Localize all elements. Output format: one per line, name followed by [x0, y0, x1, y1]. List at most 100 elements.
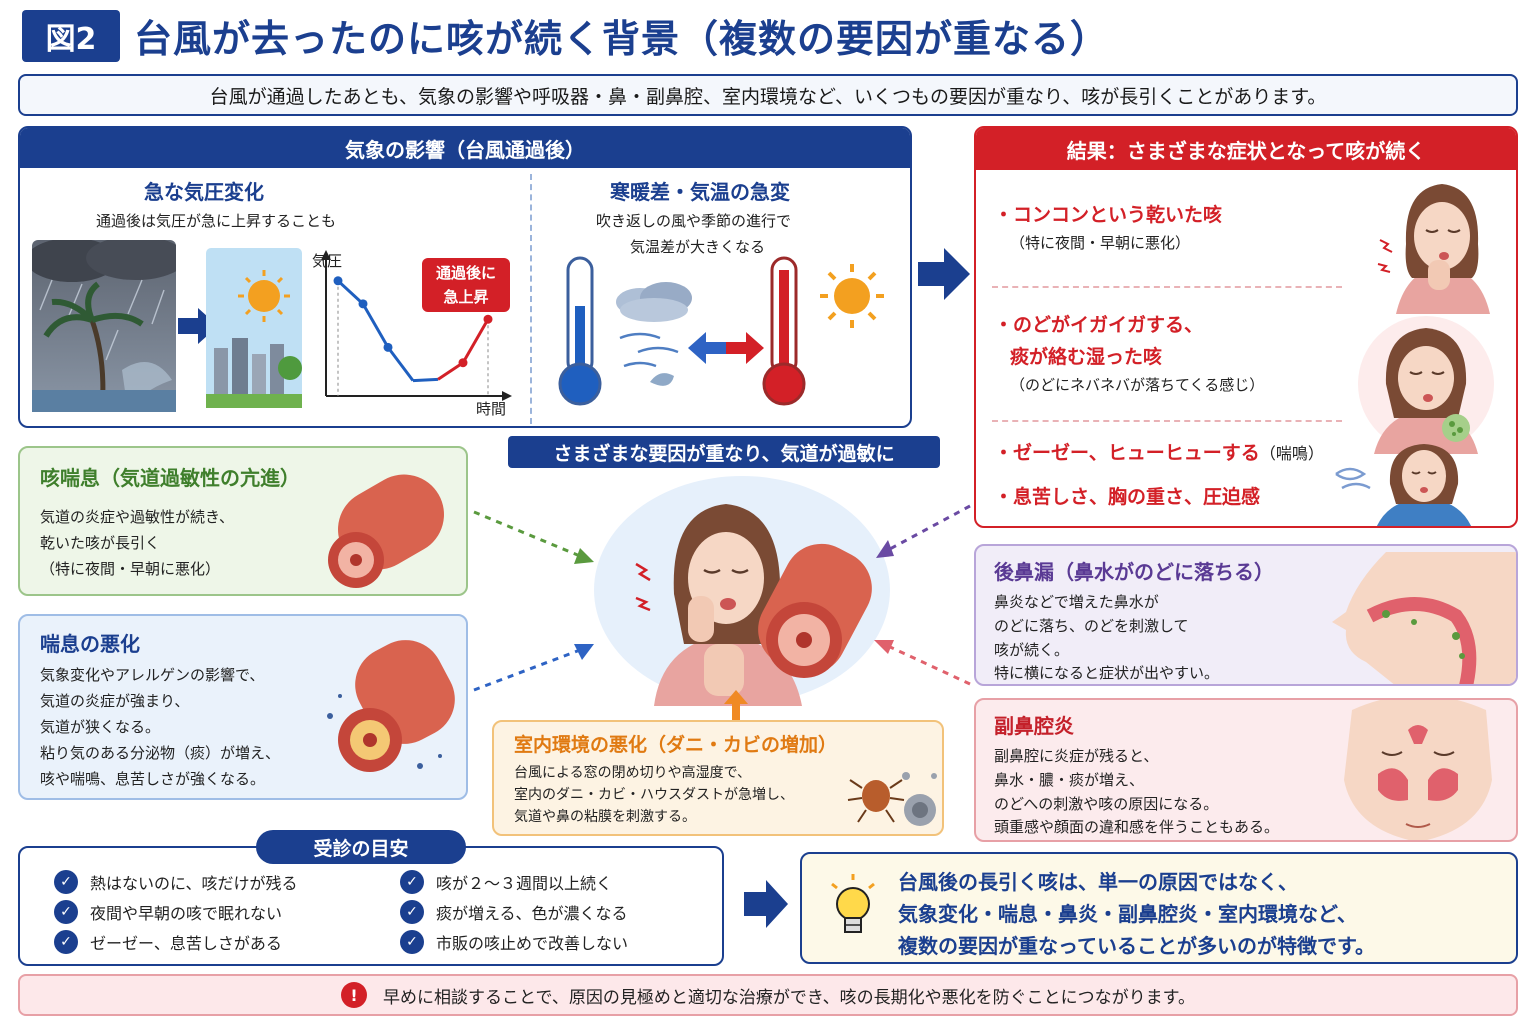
double-arrow-icon	[688, 332, 764, 364]
chart-callout-line2: 急上昇	[443, 288, 489, 306]
narrowed-airway-icon	[327, 640, 455, 772]
temperature-heading: 寒暖差・気温の急変	[610, 180, 790, 204]
check-icon: ✓	[400, 870, 424, 894]
checks-title: 受診の目安	[256, 830, 466, 864]
asthma-card: 喘息の悪化 気象変化やアレルゲンの影響で、 気道の炎症が強まり、 気道が狭くなる…	[18, 614, 468, 800]
chart-ylabel: 気圧	[312, 252, 343, 270]
pressure-heading: 急な気圧変化	[144, 180, 264, 204]
mite-mold-icon	[847, 772, 937, 826]
asthma-line1: 気象変化やアレルゲンの影響で、	[40, 666, 265, 684]
arrow-to-summary-icon	[744, 880, 788, 928]
center-woman-illustration-icon	[594, 476, 890, 706]
center-label-text: さまざまな要因が重なり、気道が過敏に	[553, 442, 895, 465]
center-label: さまざまな要因が重なり、気道が過敏に	[508, 436, 940, 468]
chart-line-segment	[412, 377, 439, 383]
postnasal-line4: 特に横になると症状が出やすい。	[994, 664, 1220, 682]
temperature-text-line1: 吹き返しの風や季節の進行で	[596, 212, 792, 230]
summary-line3: 複数の要因が重なっていることが多いのが特徴です。	[898, 934, 1375, 958]
chart-line-segment	[361, 303, 390, 349]
subtitle-text: 台風が通過したあとも、気象の影響や呼吸器・鼻・副鼻腔、室内環境など、いくつもの要…	[209, 85, 1327, 108]
summary-line2: 気象変化・喘息・鼻炎・副鼻腔炎・室内環境など、	[898, 902, 1357, 926]
symptom-3: ・ゼーゼー、ヒューヒューする（喘鳴）	[994, 438, 1324, 465]
sun-icon	[820, 264, 884, 328]
check-text: 熱はないのに、咳だけが残る	[90, 874, 298, 893]
arrow-blue-icon	[473, 644, 594, 692]
chart-callout-line1: 通過後に	[435, 264, 496, 282]
cough-asthma-title: 咳喘息（気道過敏性の亢進）	[40, 466, 300, 490]
footer-banner: ! 早めに相談することで、原因の見極めと適切な治療ができ、咳の長期化や悪化を防ぐ…	[18, 974, 1518, 1016]
check-item: ✓夜間や早朝の咳で眠れない	[54, 900, 282, 924]
sunny-city-icon	[206, 248, 302, 408]
check-icon: ✓	[54, 930, 78, 954]
check-item: ✓ 熱はないのに、咳だけが残る	[54, 870, 298, 894]
storm-illustration-icon	[32, 240, 176, 412]
sinusitis-title: 副鼻腔炎	[994, 714, 1074, 738]
check-item: ✓咳が２～３週間以上続く	[400, 870, 612, 894]
indoor-line2: 室内のダニ・カビ・ハウスダストが急増し、	[514, 787, 794, 803]
coughing-woman-icon	[1377, 184, 1490, 314]
check-item: ✓ 市販の咳止めで改善しない	[400, 930, 628, 954]
phlegm-woman-icon	[1358, 316, 1494, 454]
chart-line-segment	[437, 361, 464, 381]
summary-panel: 台風後の長引く咳は、単一の原因ではなく、 気象変化・喘息・鼻炎・副鼻腔炎・室内環…	[800, 852, 1518, 964]
arrow-pink-icon	[874, 640, 971, 686]
symptom-4: ・息苦しさ、胸の重さ、圧迫感	[994, 486, 1261, 508]
indoor-card: 室内環境の悪化（ダニ・カビの増加） 台風による窓の閉め切りや高湿度で、 室内のダ…	[492, 720, 944, 836]
pressure-chart	[321, 250, 512, 401]
check-text: ゼーゼー、息苦しさがある	[90, 934, 282, 953]
chart-point	[358, 299, 368, 309]
cold-wind-icon	[616, 282, 692, 386]
cough-asthma-line1: 気道の炎症や過敏性が続き、	[40, 508, 234, 526]
symptom-1: ・コンコンという乾いた咳	[994, 204, 1223, 226]
chart-point	[383, 342, 393, 352]
chart-point	[333, 276, 343, 286]
indoor-line3: 気道や鼻の粘膜を刺激する。	[514, 809, 696, 825]
pressure-text: 通過後は気圧が急に上昇することも	[96, 212, 337, 230]
alert-icon: !	[341, 982, 368, 1008]
asthma-line5: 咳や喘鳴、息苦しさが強くなる。	[40, 770, 266, 788]
symptom-2-line2: 痰が絡む湿った咳	[1010, 346, 1163, 368]
sinusitis-card: 副鼻腔炎 副鼻腔に炎症が残ると、 鼻水・膿・痰が増え、 のどへの刺激や咳の原因に…	[974, 698, 1518, 842]
nasal-cavity-side-icon	[1332, 552, 1516, 684]
lightbulb-icon	[831, 874, 875, 933]
check-item: ✓ 痰が増える、色が濃くなる	[400, 900, 628, 924]
chart-point	[458, 358, 468, 368]
weather-panel-title: 気象の影響（台風通過後）	[20, 128, 910, 168]
check-icon: ✓	[54, 900, 78, 924]
check-icon: ✓	[400, 900, 424, 924]
result-panel-title: 結果：さまざまな症状となって咳が続く	[976, 128, 1516, 170]
postnasal-card: 後鼻漏（鼻水がのどに落ちる） 鼻炎などで増えた鼻水が のどに落ち、のどを刺激して…	[974, 544, 1518, 686]
chart-point	[483, 314, 493, 324]
figure-badge: 図2	[22, 10, 120, 62]
sinus-face-icon	[1344, 700, 1492, 840]
symptom-2-note: （のどにネバネバが落ちてくる感じ）	[1010, 376, 1265, 394]
check-text: 市販の咳止めで改善しない	[436, 934, 629, 953]
check-icon: ✓	[54, 870, 78, 894]
postnasal-line1: 鼻炎などで増えた鼻水が	[994, 593, 1159, 611]
cough-asthma-card: 咳喘息（気道過敏性の亢進） 気道の炎症や過敏性が続き、 乾いた咳が長引く （特に…	[18, 446, 468, 596]
indoor-line1: 台風による窓の閉め切りや高湿度で、	[514, 765, 752, 781]
sinusitis-line1: 副鼻腔に炎症が残ると、	[994, 747, 1159, 765]
asthma-line2: 気道の炎症が強まり、	[40, 692, 190, 710]
cold-thermometer-icon	[558, 256, 602, 406]
check-icon: ✓	[400, 930, 424, 954]
arrow-orange-icon	[724, 690, 748, 720]
arrow-purple-icon	[876, 504, 971, 558]
panel-divider	[530, 174, 532, 424]
footer-text: 早めに相談することで、原因の見極めと適切な治療ができ、咳の長期化や悪化を防ぐこと…	[383, 987, 1195, 1008]
cough-asthma-line2: 乾いた咳が長引く	[40, 534, 161, 552]
asthma-title: 喘息の悪化	[40, 632, 140, 656]
asthma-line3: 気道が狭くなる。	[40, 718, 161, 736]
postnasal-line2: のどに落ち、のどを刺激して	[994, 617, 1189, 635]
arrow-green-icon	[473, 510, 594, 564]
sinusitis-line2: 鼻水・膿・痰が増え、	[994, 771, 1145, 789]
result-panel: 結果：さまざまな症状となって咳が続く ・コンコンという乾いた咳 （特に夜間・早朝…	[974, 126, 1518, 528]
postnasal-line3: 咳が続く。	[994, 641, 1070, 659]
check-text: 痰が増える、色が濃くなる	[436, 904, 628, 923]
checks-panel: ✓ 熱はないのに、咳だけが残る ✓夜間や早朝の咳で眠れない ✓ ゼーゼー、息苦しさが…	[18, 846, 724, 966]
symptom-3-suffix: （喘鳴）	[1259, 444, 1324, 463]
symptom-3-main: ・ゼーゼー、ヒューヒューする	[994, 442, 1260, 464]
weather-panel: 気象の影響（台風通過後） 急な気圧変化 通過後は気圧が急に上昇することも	[18, 126, 912, 428]
chart-line-segment	[386, 346, 415, 382]
indoor-title: 室内環境の悪化（ダニ・カビの増加）	[514, 734, 838, 756]
